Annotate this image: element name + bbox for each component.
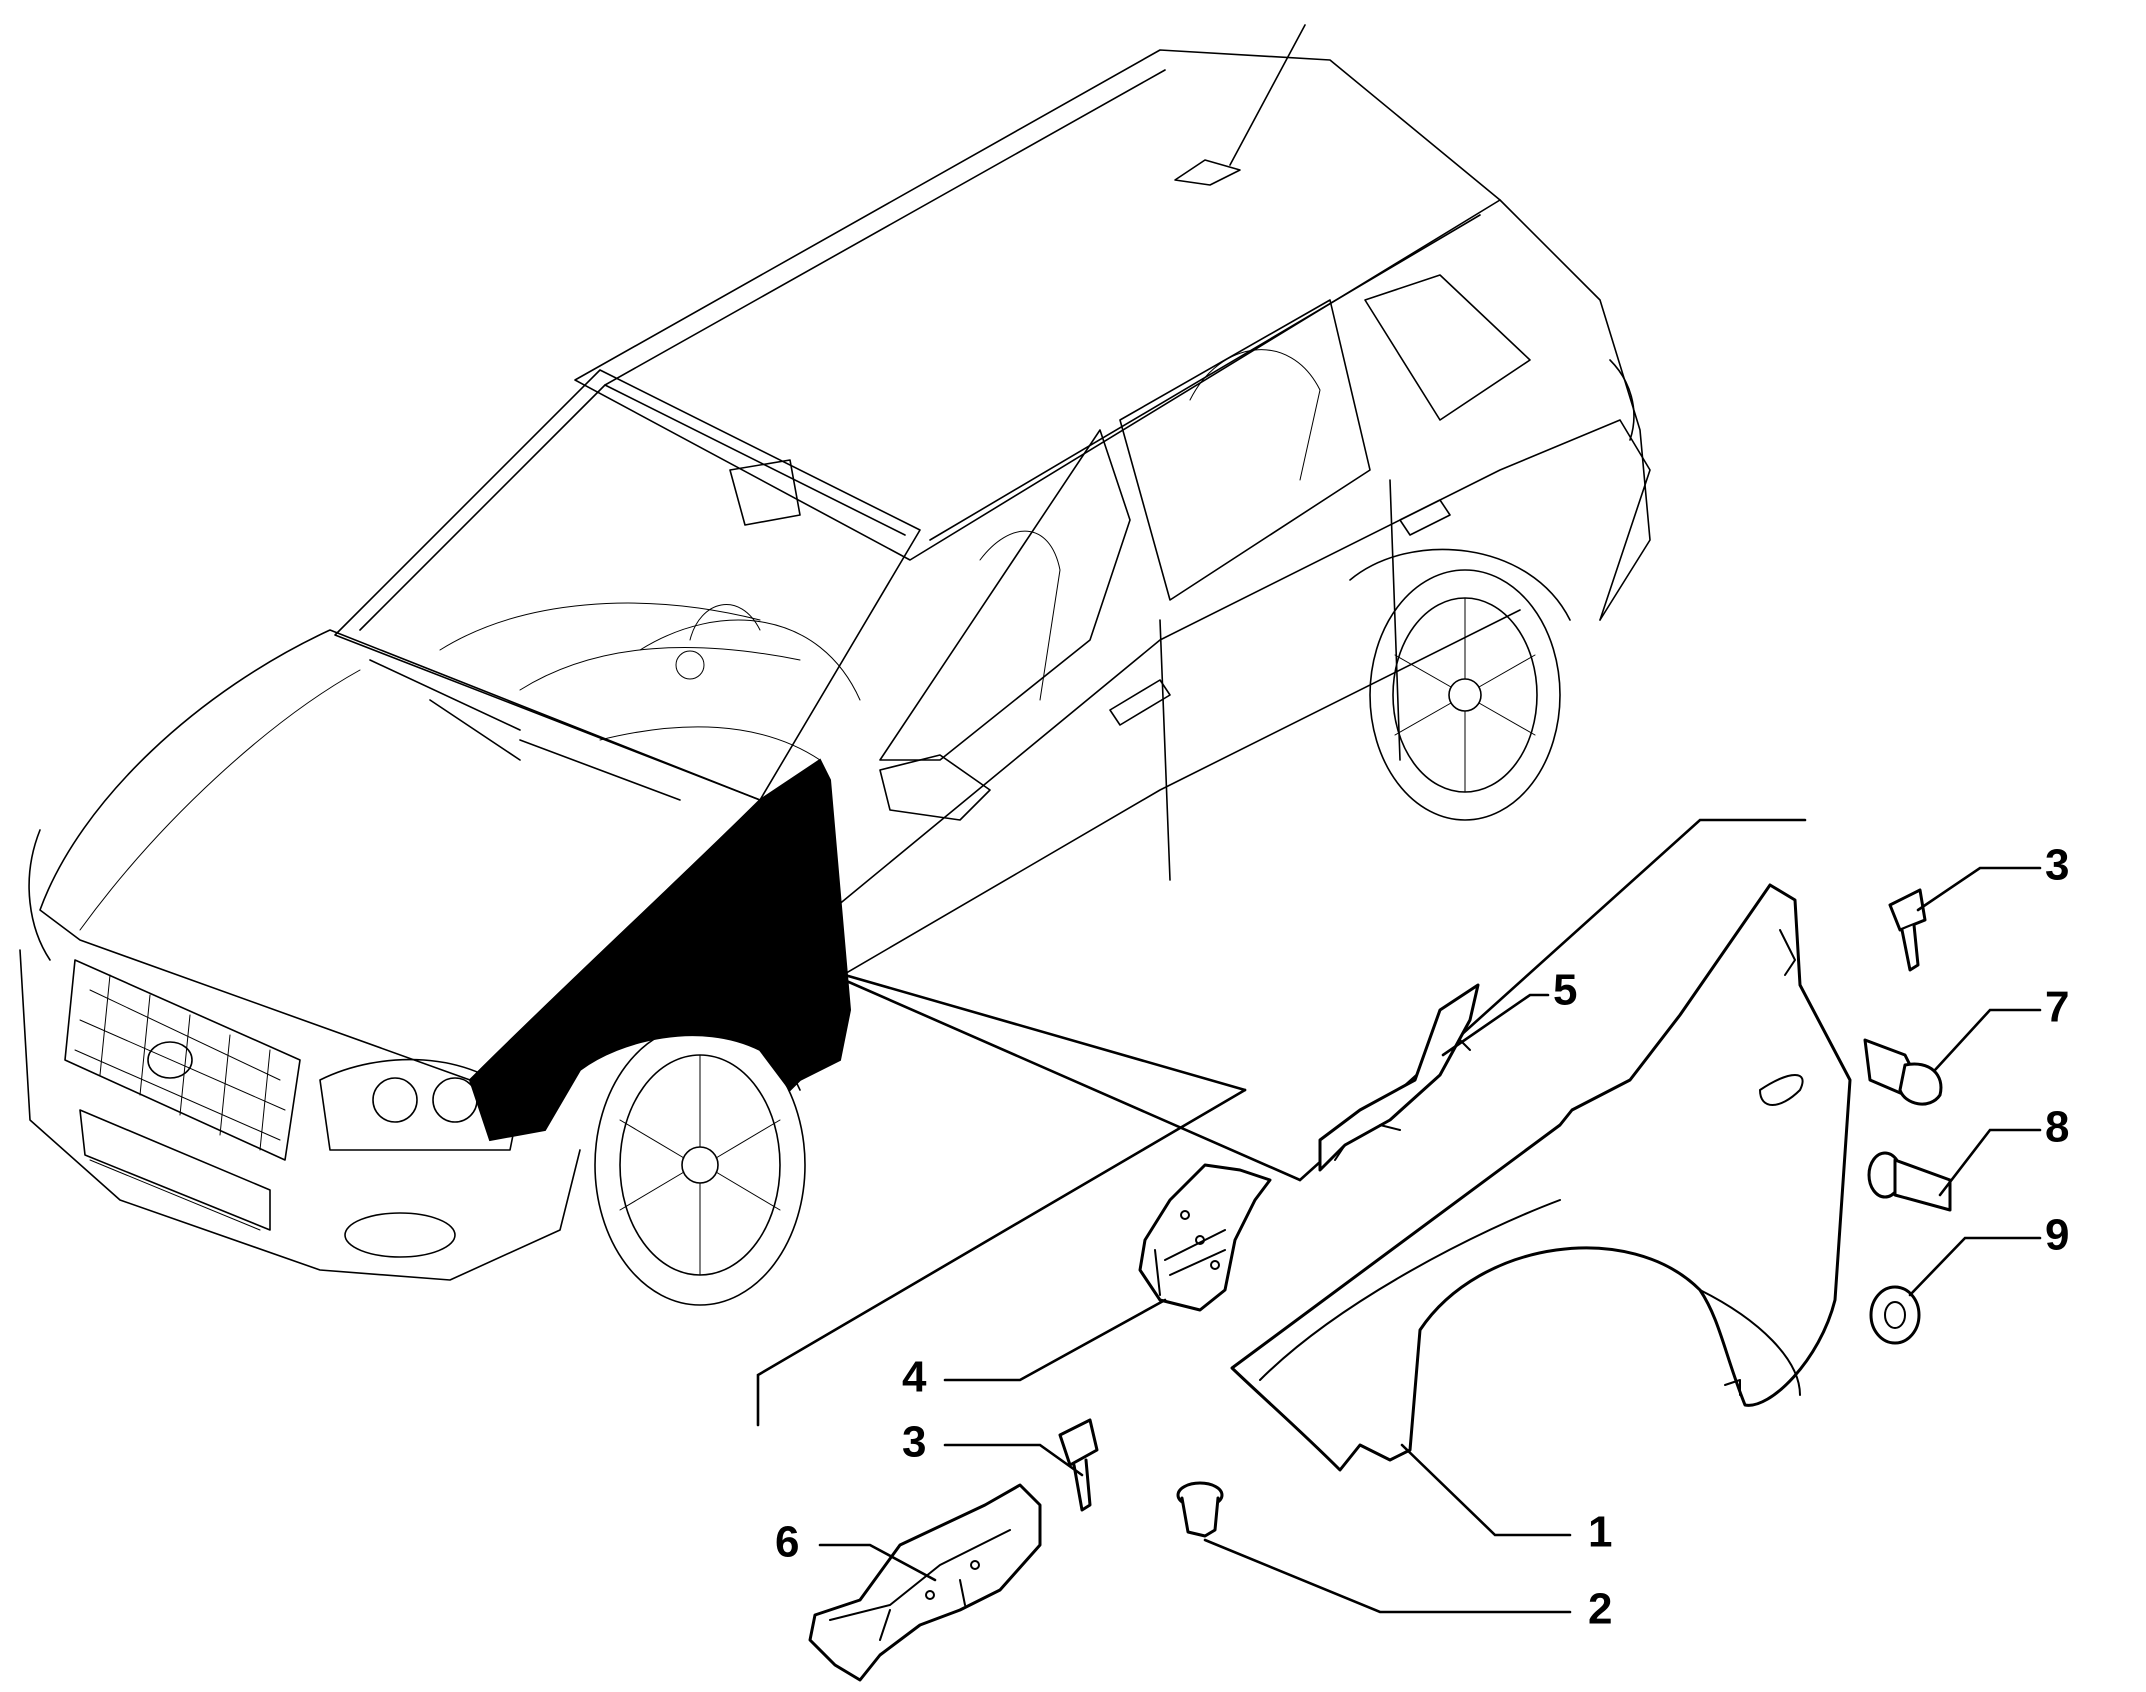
windshield: [334, 369, 921, 801]
part-1-front-fender: [1230, 883, 1852, 1472]
part-5-fender-bracket: [1318, 983, 1480, 1172]
leader-lines: [818, 866, 2042, 1614]
callout-3-lower: 3: [902, 1418, 926, 1467]
callout-4: 4: [902, 1353, 927, 1402]
grille: [64, 959, 301, 1161]
callout-1: 1: [1588, 1508, 1612, 1557]
rear-door-window: [1119, 299, 1371, 601]
part-7-screw: [1863, 1038, 1943, 1106]
rear-quarter-window: [1364, 274, 1531, 421]
callout-5: 5: [1553, 966, 1577, 1015]
front-door-window: [879, 429, 1131, 761]
part-8-flange-screw: [1867, 1151, 1952, 1212]
callout-3-upper: 3: [2045, 841, 2069, 890]
callout-6: 6: [775, 1518, 799, 1567]
callout-7: 7: [2045, 983, 2069, 1032]
side-mirror: [879, 754, 991, 821]
fender-highlight: [468, 758, 852, 1142]
rear-wheel: [1349, 548, 1571, 821]
part-3-bolt-upper: [1888, 888, 1927, 972]
part-6-lower-support-bracket: [808, 1483, 1042, 1682]
callout-8: 8: [2045, 1103, 2069, 1152]
badge: [147, 1041, 193, 1079]
antenna: [1229, 24, 1306, 166]
part-2-nut-insert: [1176, 1481, 1224, 1538]
callout-2: 2: [1588, 1585, 1612, 1634]
part-3-bolt-lower: [1058, 1418, 1099, 1512]
callout-9: 9: [2045, 1211, 2069, 1260]
front-bumper: [19, 949, 581, 1281]
part-9-washer: [1869, 1285, 1921, 1345]
car-outline: [19, 24, 1651, 1306]
callout-labels: 3 5 7 8 9 4 3 6 1 2: [775, 841, 2069, 1634]
part-4-reinforcement-plate: [1138, 1163, 1272, 1312]
